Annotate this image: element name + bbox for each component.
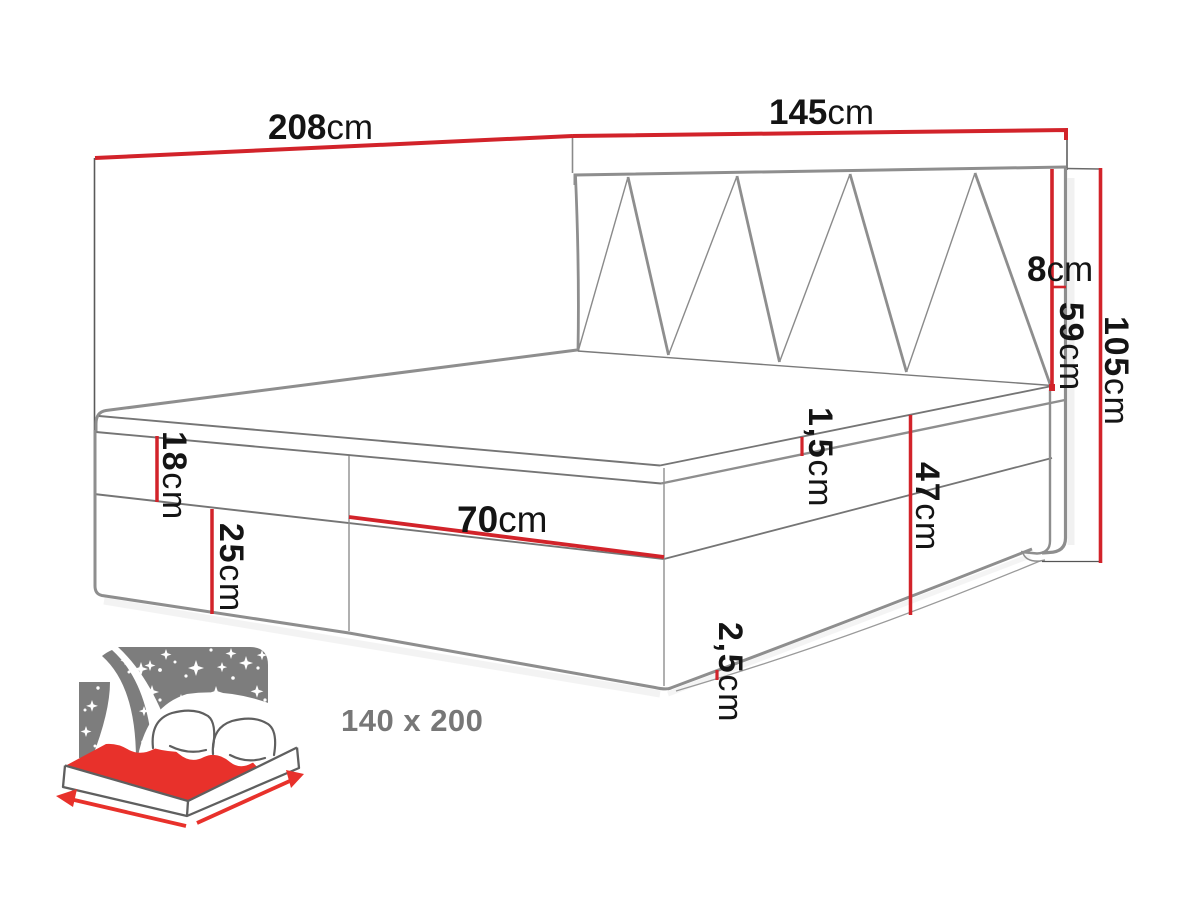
svg-text:145cm: 145cm <box>769 93 874 132</box>
svg-text:8cm: 8cm <box>1027 250 1093 289</box>
svg-text:140 x 200: 140 x 200 <box>341 703 483 738</box>
svg-text:208cm: 208cm <box>268 108 373 147</box>
svg-text:1,5cm: 1,5cm <box>801 407 839 508</box>
svg-text:105cm: 105cm <box>1097 316 1135 427</box>
svg-text:25cm: 25cm <box>212 523 250 613</box>
svg-text:59cm: 59cm <box>1052 302 1090 392</box>
svg-text:70cm: 70cm <box>457 499 547 540</box>
svg-text:18cm: 18cm <box>155 431 193 521</box>
svg-text:2,5cm: 2,5cm <box>711 622 749 723</box>
svg-text:47cm: 47cm <box>908 462 946 552</box>
